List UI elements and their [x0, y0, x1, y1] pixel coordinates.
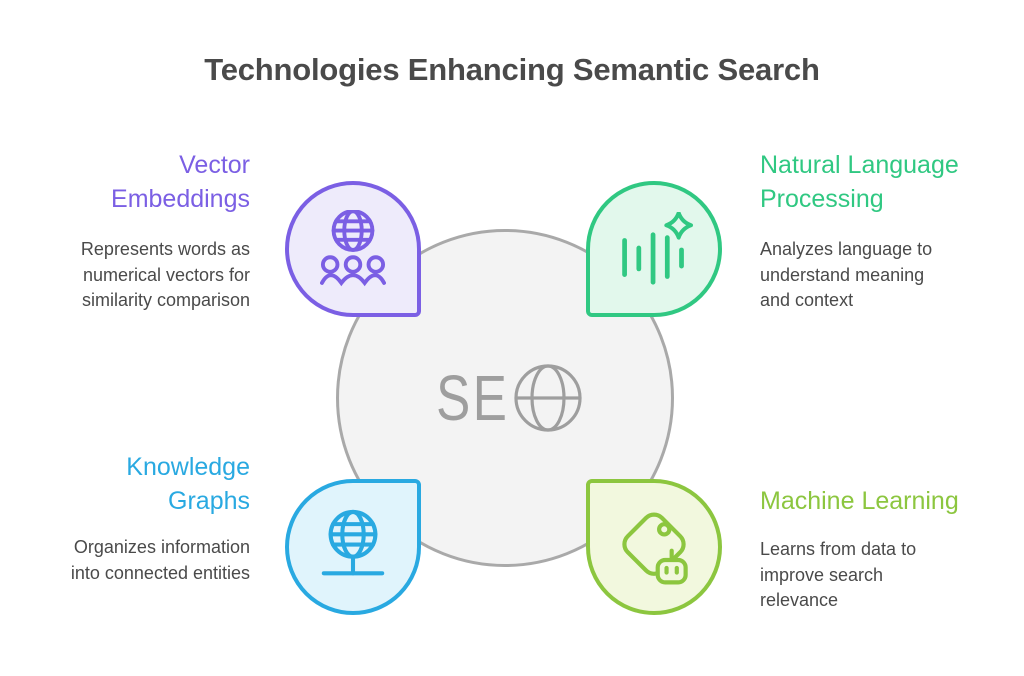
globe-stand-icon: [321, 509, 385, 576]
badge-knowledge-graphs: [285, 479, 421, 615]
heading-machine-learning: Machine Learning: [760, 487, 959, 515]
globe-people-icon: [320, 210, 386, 287]
globe-icon: [514, 364, 582, 432]
waveform-sparkle-icon: [622, 212, 693, 285]
description-vector-embeddings: Represents words as numerical vectors fo…: [80, 239, 250, 310]
heading-knowledge-graphs: Knowledge Graphs: [126, 453, 250, 515]
badge-machine-learning: [586, 479, 722, 615]
seo-label: SE: [436, 362, 510, 434]
badge-vector-embeddings: [285, 181, 421, 317]
tag-robot-icon: [622, 512, 688, 585]
heading-natural-language-processing: Natural Language Processing: [760, 151, 959, 213]
page-title: Technologies Enhancing Semantic Search: [204, 52, 820, 87]
seo-mark: SE: [427, 361, 582, 435]
description-knowledge-graphs: Organizes information into connected ent…: [70, 537, 250, 583]
badge-natural-language-processing: [586, 181, 722, 317]
description-natural-language-processing: Analyzes language to understand meaning …: [760, 239, 933, 310]
description-machine-learning: Learns from data to improve search relev…: [760, 539, 917, 610]
heading-vector-embeddings: Vector Embeddings: [111, 151, 250, 213]
